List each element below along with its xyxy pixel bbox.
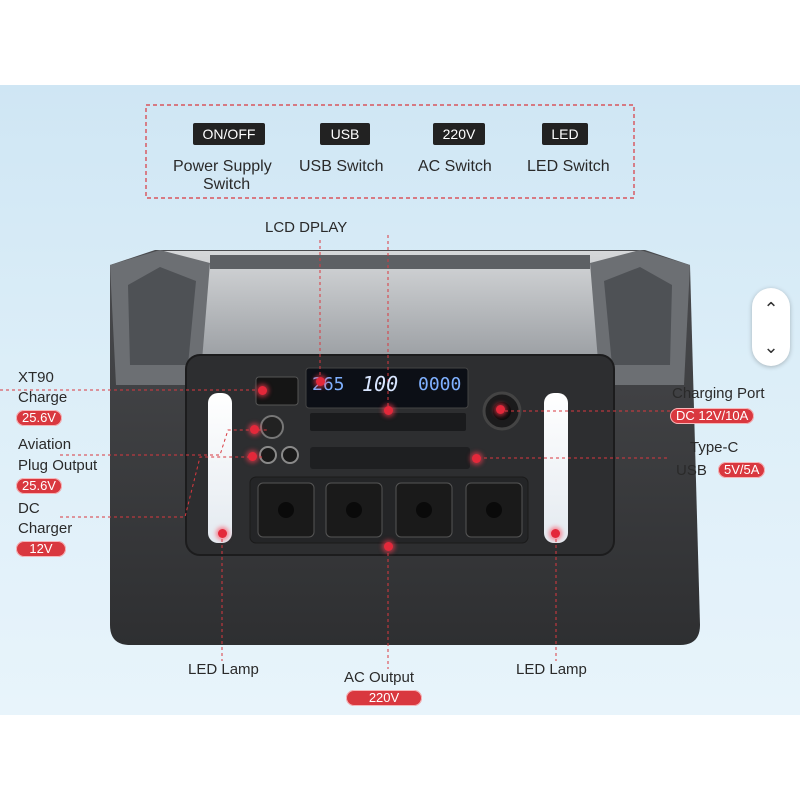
- xt90-voltage-badge: 25.6V: [16, 410, 62, 426]
- pointer-dot: [472, 454, 481, 463]
- charging-port-badge: DC 12V/10A: [670, 408, 755, 424]
- ac-output-label: AC Output: [344, 669, 415, 686]
- pointer-dot: [384, 542, 393, 551]
- power-switch-label: ON/OFF: [193, 123, 265, 145]
- charging-port-label: Charging Port: [672, 385, 765, 402]
- led-switch-label: LED: [542, 123, 588, 145]
- dc-label: DC: [18, 500, 40, 517]
- pointer-dot: [496, 405, 505, 414]
- lcd-readout-mid: 100: [362, 372, 399, 396]
- ac-switch-caption: AC Switch: [418, 158, 492, 175]
- dc-charger-label: Charger: [18, 520, 73, 537]
- ac-switch-label: 220V: [433, 123, 485, 145]
- product-image-area: ON/OFF USB 220V LED Power Supply Switch …: [0, 85, 800, 715]
- dc-voltage-badge: 12V: [16, 541, 66, 557]
- pointer-dot: [384, 406, 393, 415]
- aviation-output-label: Plug Output: [18, 457, 98, 474]
- image-scroll-control: ⌃ ⌄: [752, 288, 790, 366]
- lcd-display-label: LCD DPLAY: [265, 219, 348, 236]
- pointer-dot: [248, 452, 257, 461]
- usb-label: USB: [676, 462, 707, 479]
- aviation-label: Aviation: [18, 436, 72, 453]
- power-switch-caption: Power Supply: [173, 158, 272, 175]
- usb-badge: 5V/5A: [718, 462, 766, 478]
- usb-switch-caption: USB Switch: [299, 158, 384, 175]
- led-switch-caption: LED Switch: [527, 158, 610, 175]
- led-lamp-left-label: LED Lamp: [188, 661, 259, 678]
- lcd-readout-right: 0000: [418, 374, 462, 395]
- pointer-dot: [551, 529, 560, 538]
- led-lamp-right-label: LED Lamp: [516, 661, 587, 678]
- pointer-dot: [250, 425, 259, 434]
- pointer-dot: [258, 386, 267, 395]
- xt90-label: XT90: [18, 369, 54, 386]
- power-switch-caption-2: Switch: [203, 176, 251, 193]
- ac-voltage-badge: 220V: [346, 690, 422, 706]
- chevron-up-icon[interactable]: ⌃: [763, 299, 779, 319]
- typec-label: Type-C: [690, 439, 739, 456]
- power-station-illustration: [0, 104, 700, 669]
- chevron-down-icon[interactable]: ⌄: [763, 337, 779, 357]
- pointer-dot: [218, 529, 227, 538]
- usb-switch-label: USB: [320, 123, 370, 145]
- aviation-voltage-badge: 25.6V: [16, 478, 62, 494]
- xt90-charge-label: Charge: [18, 389, 68, 406]
- pointer-dot: [316, 377, 325, 386]
